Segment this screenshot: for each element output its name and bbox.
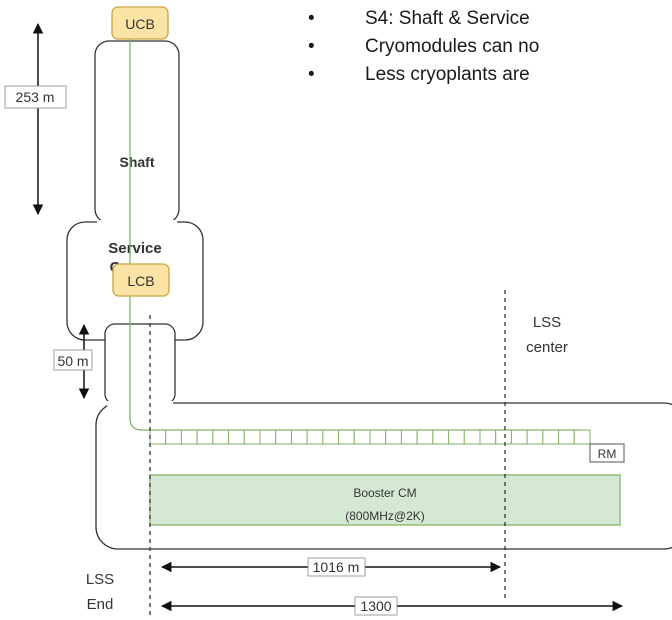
rf-cell bbox=[558, 429, 575, 445]
rf-cell bbox=[212, 429, 230, 445]
rf-cell bbox=[479, 429, 497, 445]
bullet-text: Cryomodules can no bbox=[365, 36, 540, 57]
bullet-item: • S4: Shaft & Service bbox=[308, 6, 539, 34]
rf-cell bbox=[243, 429, 261, 445]
booster-label-line1: Booster CM bbox=[353, 486, 416, 500]
rf-cell bbox=[432, 429, 450, 445]
rf-cell bbox=[149, 429, 167, 445]
rf-cell bbox=[448, 429, 465, 445]
bullet-marker: • bbox=[308, 64, 315, 85]
rf-cell bbox=[400, 429, 418, 445]
shaft-outline bbox=[94, 40, 180, 224]
rf-cell bbox=[306, 429, 324, 445]
rf-cell bbox=[526, 429, 544, 445]
transfer-line bbox=[129, 30, 580, 431]
bullet-text: S4: Shaft & Service bbox=[365, 8, 530, 29]
rm-box bbox=[589, 443, 625, 463]
rf-cell bbox=[290, 429, 308, 445]
ucb-label: UCB bbox=[125, 16, 155, 32]
lower-shaft-height-label: 50 m bbox=[57, 353, 88, 369]
rf-cell bbox=[385, 429, 402, 445]
rf-cell bbox=[542, 429, 560, 445]
lcb-box bbox=[112, 263, 170, 297]
rf-cell bbox=[495, 429, 512, 445]
bullet-text: Less cryoplants are bbox=[365, 64, 530, 85]
rf-cell-row bbox=[149, 429, 591, 445]
rf-cell bbox=[338, 429, 355, 445]
rf-cell bbox=[463, 429, 481, 445]
booster-cm bbox=[149, 474, 621, 526]
shaft-label: Shaft bbox=[120, 154, 155, 170]
total-distance-label: 1300 bbox=[360, 598, 391, 614]
rf-cell bbox=[573, 429, 591, 445]
rf-cell bbox=[322, 429, 340, 445]
lss-end-label-line2: End bbox=[87, 596, 114, 613]
lcb-label: LCB bbox=[127, 273, 154, 289]
rf-cell bbox=[275, 429, 292, 445]
service-cavern-label-line1: Service bbox=[108, 240, 161, 257]
lss-center-label-line1: LSS bbox=[533, 314, 561, 331]
bullet-marker: • bbox=[308, 8, 315, 29]
tunnel-outline bbox=[95, 402, 672, 550]
rf-cell bbox=[165, 429, 182, 445]
lss-center-label-line2: center bbox=[526, 339, 568, 356]
rf-cell bbox=[353, 429, 371, 445]
ucb-box bbox=[111, 6, 169, 40]
rf-cell bbox=[510, 429, 528, 445]
rf-cell bbox=[228, 429, 245, 445]
booster-label-line2: (800MHz@2K) bbox=[345, 509, 425, 523]
rf-cell bbox=[369, 429, 387, 445]
rf-cell bbox=[416, 429, 434, 445]
rf-cell bbox=[259, 429, 277, 445]
rm-label: RM bbox=[598, 447, 617, 461]
shaft-height-label: 253 m bbox=[16, 89, 55, 105]
lss-end-label-line1: LSS bbox=[86, 571, 114, 588]
lower-shaft-outline bbox=[104, 323, 176, 405]
bullet-marker: • bbox=[308, 36, 315, 57]
rf-cell bbox=[196, 429, 214, 445]
bullet-item: • Cryomodules can no bbox=[308, 34, 539, 62]
bullet-list: • S4: Shaft & Service • Cryomodules can no… bbox=[308, 6, 539, 90]
distance-to-center-label: 1016 m bbox=[313, 559, 360, 575]
bullet-item: • Less cryoplants are bbox=[308, 62, 539, 90]
rf-cell bbox=[180, 429, 198, 445]
